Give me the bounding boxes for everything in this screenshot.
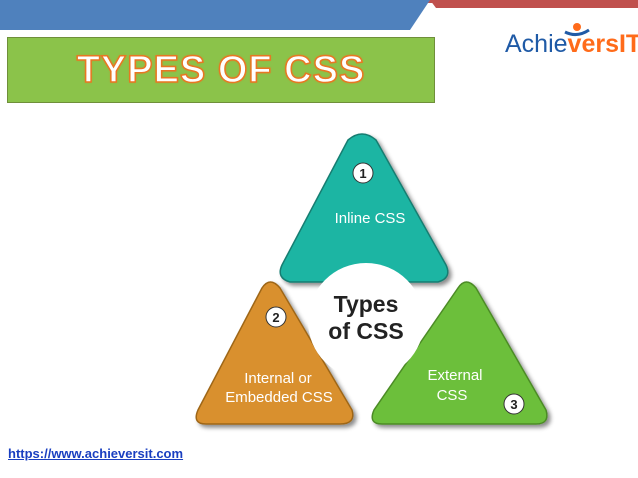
segment-internal-label-line2: Embedded CSS — [225, 389, 333, 406]
segment-external-label-line2: CSS — [437, 387, 468, 404]
logo-figure-icon — [564, 23, 590, 37]
segment-inline-shape — [279, 133, 449, 283]
logo-text: AchieversIT — [505, 30, 638, 59]
segment-internal-label-line1: Internal or — [244, 370, 312, 387]
page-title: TYPES OF CSS — [76, 48, 366, 92]
top-banner — [0, 0, 638, 30]
badge-1: 1 — [352, 162, 374, 184]
badge-3: 3 — [503, 393, 525, 415]
center-label-line1: Types — [334, 291, 399, 317]
website-link[interactable]: https://www.achieversit.com — [8, 446, 184, 461]
logo-text-accent: versIT — [567, 30, 638, 58]
badge-2: 2 — [265, 306, 287, 328]
segment-inline-label: Inline CSS — [335, 210, 406, 227]
segment-external-label-line1: External — [427, 367, 482, 384]
logo-text-main: Achie — [505, 30, 568, 58]
center-label-line2: of CSS — [328, 318, 403, 344]
segment-internal-shape — [195, 281, 354, 425]
title-banner: TYPES OF CSS — [7, 37, 435, 103]
badge-3-text: 3 — [510, 397, 517, 412]
achieversit-logo: AchieversIT — [505, 22, 638, 62]
center-circle — [308, 263, 424, 379]
badge-2-text: 2 — [272, 310, 279, 325]
segment-external-shape — [371, 281, 548, 425]
badge-1-text: 1 — [359, 166, 366, 181]
